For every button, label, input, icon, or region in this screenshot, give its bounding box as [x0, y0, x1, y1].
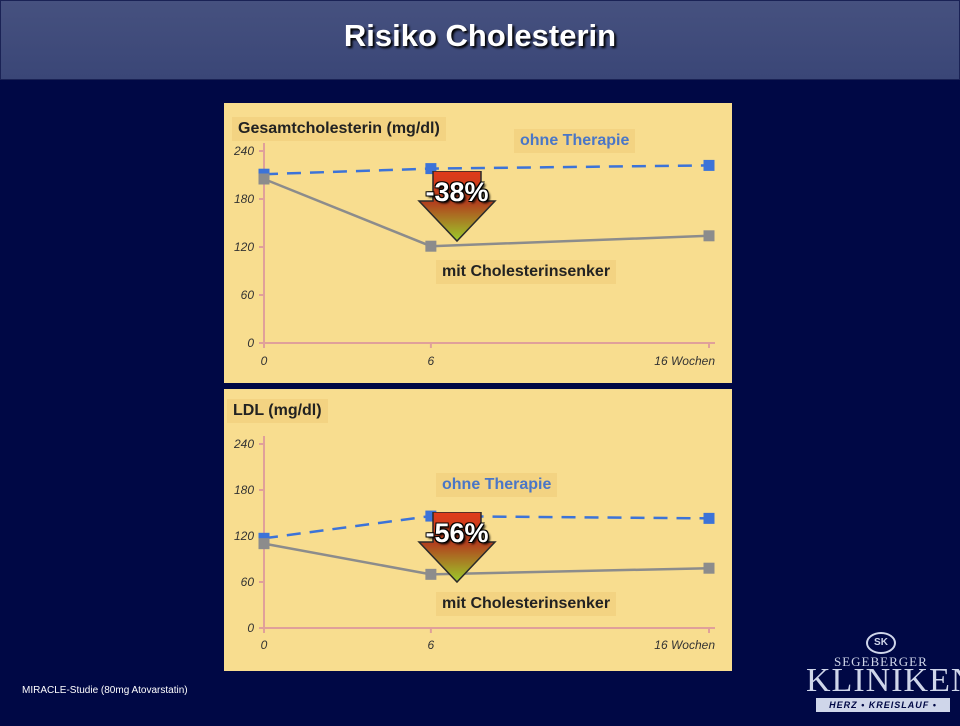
data-point-untreated: [425, 163, 437, 175]
y-tick-label: 0: [247, 621, 254, 635]
legend-untreated-bottom: ohne Therapie: [436, 473, 558, 497]
reduction-label-bottom: -56%: [425, 518, 489, 548]
y-tick-label: 60: [241, 288, 255, 302]
reduction-label-top: -38%: [425, 177, 489, 207]
x-tick-label: 0: [261, 354, 268, 368]
data-point-untreated: [425, 510, 437, 522]
chart-ldl: 0 60 120 180 240 0 6 16 Wochen: [233, 436, 715, 652]
data-point-treated: [425, 568, 437, 580]
y-tick-label: 240: [233, 437, 254, 451]
chart-total-cholesterol: 0 60 120 180 240 0 6 16 Wochen: [233, 143, 715, 368]
y-tick-label: 60: [241, 575, 255, 589]
y-tick-label: 120: [234, 240, 254, 254]
chart-panel-ldl: 0 60 120 180 240 0 6 16 Wochen LDL (mg/dl) ohne…: [224, 389, 732, 671]
data-point-treated: [258, 173, 270, 185]
legend-treated-top: mit Cholesterinsenker: [436, 260, 617, 284]
data-point-untreated: [703, 159, 715, 171]
logo-line-3: HERZ • KREISLAUF • ZENTRUM: [816, 698, 950, 724]
data-point-treated: [425, 240, 437, 252]
data-point-treated: [258, 538, 270, 550]
legend-treated-bottom: mit Cholesterinsenker: [436, 592, 617, 616]
logo-mark: SK: [866, 632, 896, 654]
y-tick-label: 180: [234, 483, 254, 497]
logo-line-2: KLINIKEN: [806, 662, 960, 699]
title-bar: [0, 0, 960, 80]
study-footnote: MIRACLE-Studie (80mg Atovarstatin): [22, 685, 188, 696]
y-tick-label: 240: [233, 144, 254, 158]
reduction-arrow-bottom: -56%: [417, 512, 497, 586]
reduction-arrow-top: -38%: [417, 171, 497, 245]
y-tick-label: 180: [234, 192, 254, 206]
x-tick-label: 6: [428, 354, 435, 368]
x-tick-label: 0: [261, 638, 268, 652]
chart-title-ldl: LDL (mg/dl): [227, 399, 328, 423]
data-point-treated: [703, 562, 715, 574]
x-tick-label: 16 Wochen: [654, 638, 715, 652]
x-tick-label: 16 Wochen: [654, 354, 715, 368]
clinic-logo: SK SEGEBERGER KLINIKEN HERZ • KREISLAUF …: [800, 632, 960, 724]
x-tick-label: 6: [428, 638, 435, 652]
y-tick-label: 120: [234, 529, 254, 543]
data-point-untreated: [703, 512, 715, 524]
logo-line-1: SEGEBERGER: [834, 654, 928, 669]
y-tick-label: 0: [247, 336, 254, 350]
chart-panel-total-cholesterol: 0 60 120 180 240 0 6 16 Wochen Gesamtcholesteri…: [224, 103, 732, 383]
legend-untreated-top: ohne Therapie: [514, 129, 636, 153]
page-title: Risiko Cholesterin: [343, 18, 617, 53]
data-point-treated: [703, 230, 715, 242]
chart-title-total-cholesterol: Gesamtcholesterin (mg/dl): [232, 117, 446, 141]
